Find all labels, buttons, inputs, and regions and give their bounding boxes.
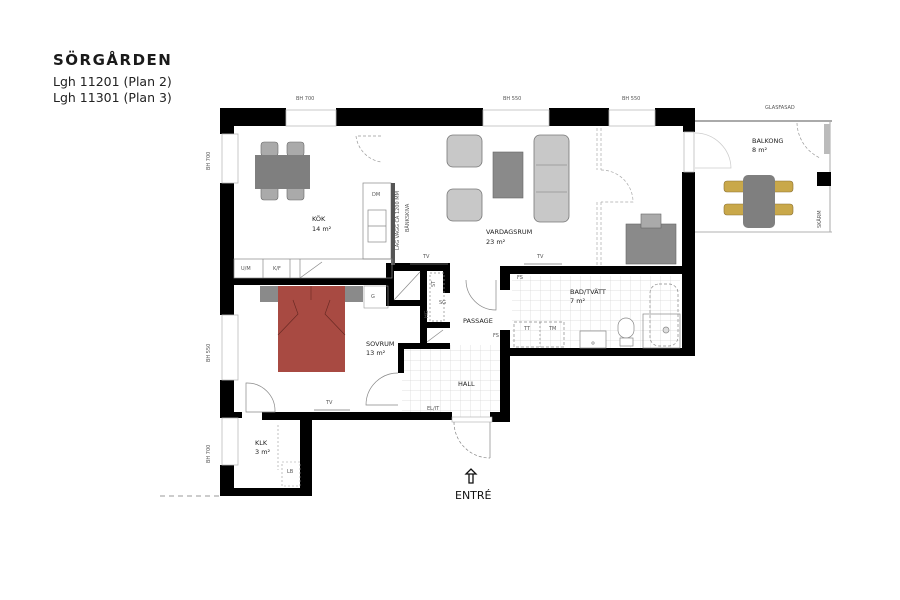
desk <box>625 223 677 265</box>
room-name-closet: KLK <box>255 439 268 447</box>
kitchen-counter <box>233 182 395 279</box>
room-name-bedroom: SOVRUM <box>366 340 395 348</box>
room-area-kitchen: 14 m² <box>312 225 332 233</box>
st-label: ST <box>431 280 437 287</box>
fs-label: FS <box>517 275 523 281</box>
desk-chair <box>640 213 662 229</box>
entrance-label: ENTRÉ <box>455 489 492 502</box>
sofa <box>533 134 570 223</box>
tv-label: TV <box>537 254 544 260</box>
window-label: BH 550 <box>206 343 212 362</box>
apartment-line-1: Lgh 11201 (Plan 2) <box>53 74 172 89</box>
fs-label: FS <box>493 333 499 339</box>
coffee-table <box>492 151 524 199</box>
windows <box>221 109 695 466</box>
low-wall-label: LÅG VÄGG CA 1200 MM <box>395 191 401 250</box>
wardrobe-label: G <box>371 294 375 300</box>
room-area-closet: 3 m² <box>255 448 271 456</box>
tv-label: TV <box>423 254 430 260</box>
washing-machine-label: TM <box>549 326 557 332</box>
sg-label: SG <box>439 300 447 306</box>
hg-label: HG <box>424 310 430 318</box>
window-label: BH 550 <box>503 96 522 102</box>
double-bed <box>260 286 363 372</box>
room-area-bath: 7 m² <box>570 297 586 305</box>
apartment-line-2: Lgh 11301 (Plan 3) <box>53 90 172 105</box>
bath-fixtures <box>513 283 681 349</box>
room-name-living: VARDAGSRUM <box>486 228 533 236</box>
window-label: BH 700 <box>296 96 315 102</box>
walls <box>220 108 695 496</box>
bedroom-door-swing <box>365 372 399 406</box>
tv-icons <box>314 263 562 411</box>
entrance-door <box>451 416 493 459</box>
closet-shelf <box>277 425 301 487</box>
dryer-label: TT <box>524 326 531 332</box>
washer-dryer-label: U/M <box>241 266 251 272</box>
room-area-living: 23 m² <box>486 238 506 246</box>
hall-floor-tiles <box>402 345 500 417</box>
armchair-2 <box>446 188 483 222</box>
room-name-passage: PASSAGE <box>463 317 493 325</box>
linen-cabinet-label: LB <box>287 469 294 475</box>
partition <box>596 128 634 266</box>
facade-label: GLASFASAD <box>765 105 795 111</box>
room-name-balcony: BALKONG <box>752 137 784 145</box>
electrical-label: EL/IT <box>427 406 440 412</box>
window-label: BH 550 <box>622 96 641 102</box>
bench-label: BÄNKSKIVA <box>405 203 411 232</box>
dining-table <box>255 141 310 201</box>
room-area-bedroom: 13 m² <box>366 349 386 357</box>
dishwasher-label: DM <box>372 192 381 198</box>
armchair-1 <box>446 134 483 168</box>
project-title: SÖRGÅRDEN <box>53 51 173 69</box>
kitchen-door-swing <box>355 135 382 163</box>
room-name-kitchen: KÖK <box>312 215 326 223</box>
passage-door-swing <box>465 279 497 311</box>
fridge-freezer-label: K/F <box>273 266 281 272</box>
closet-door-swing <box>245 382 276 413</box>
window-label: BH 700 <box>206 151 212 170</box>
screen-label: SKÄRM <box>817 210 823 228</box>
balcony <box>694 120 832 233</box>
window-label: BH 700 <box>206 444 212 463</box>
tv-label: TV <box>326 400 333 406</box>
room-name-bath: BAD/TVÄTT <box>570 288 606 296</box>
utility <box>393 271 445 343</box>
entrance-arrow-icon <box>464 468 478 484</box>
room-name-hall: HALL <box>458 380 475 388</box>
wardrobe-g <box>363 285 389 309</box>
room-area-balcony: 8 m² <box>752 146 768 154</box>
